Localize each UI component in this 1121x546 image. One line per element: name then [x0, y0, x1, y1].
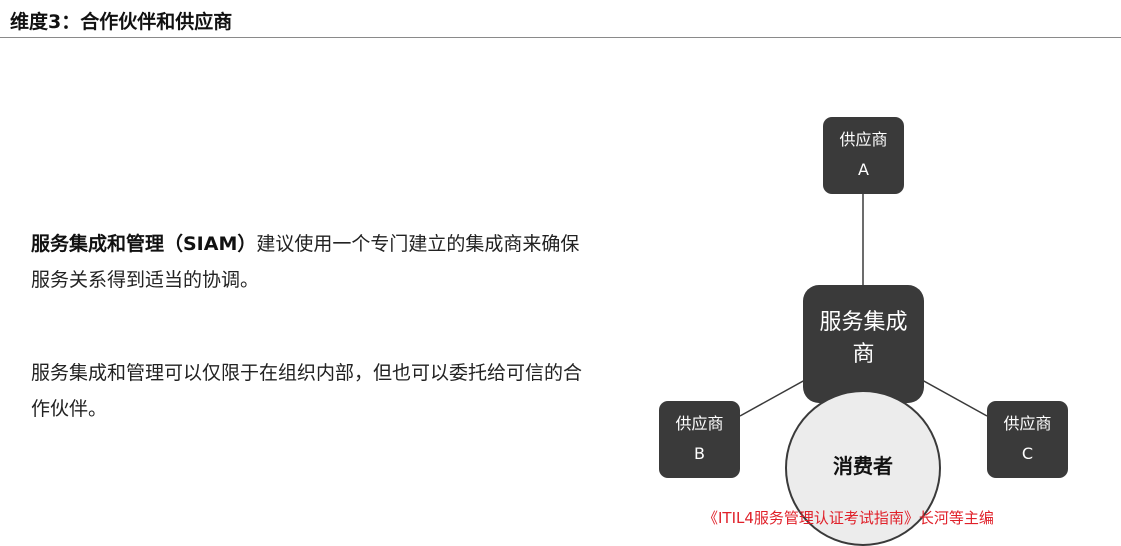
connector-b-center — [739, 379, 806, 417]
supplier-b-code: B — [694, 444, 705, 463]
page-title: 维度3：合作伙伴和供应商 — [10, 11, 233, 33]
siam-definition-text: 建议使用一个专门建立的集成商来确保服务关系得到适当的协调。 — [31, 233, 580, 291]
supplier-a-label: 供应商 — [839, 130, 888, 149]
siam-term: 服务集成和管理（SIAM） — [31, 233, 257, 255]
supplier-b-node: 供应商 B — [659, 401, 740, 478]
supplier-a-node: 供应商 A — [823, 117, 904, 194]
supplier-a-code: A — [858, 160, 869, 179]
consumer-label: 消费者 — [833, 454, 893, 478]
service-integrator-label: 服务集成商 — [819, 310, 908, 367]
supplier-c-node: 供应商 C — [987, 401, 1068, 478]
supplier-c-code: C — [1021, 444, 1034, 463]
siam-definition-paragraph: 服务集成和管理（SIAM）建议使用一个专门建立的集成商来确保服务关系得到适当的协… — [31, 226, 591, 298]
service-integrator-node: 服务集成商 — [803, 285, 924, 403]
siam-scope-paragraph: 服务集成和管理可以仅限于在组织内部，但也可以委托给可信的合作伙伴。 — [31, 362, 583, 420]
connector-c-center — [921, 379, 988, 417]
supplier-c-label: 供应商 — [1003, 414, 1052, 433]
supplier-b-label: 供应商 — [675, 414, 724, 433]
source-citation: 《ITIL4服务管理认证考试指南》长河等主编 — [703, 509, 994, 527]
header-divider — [0, 37, 1121, 38]
consumer-node: 消费者 — [785, 390, 941, 546]
